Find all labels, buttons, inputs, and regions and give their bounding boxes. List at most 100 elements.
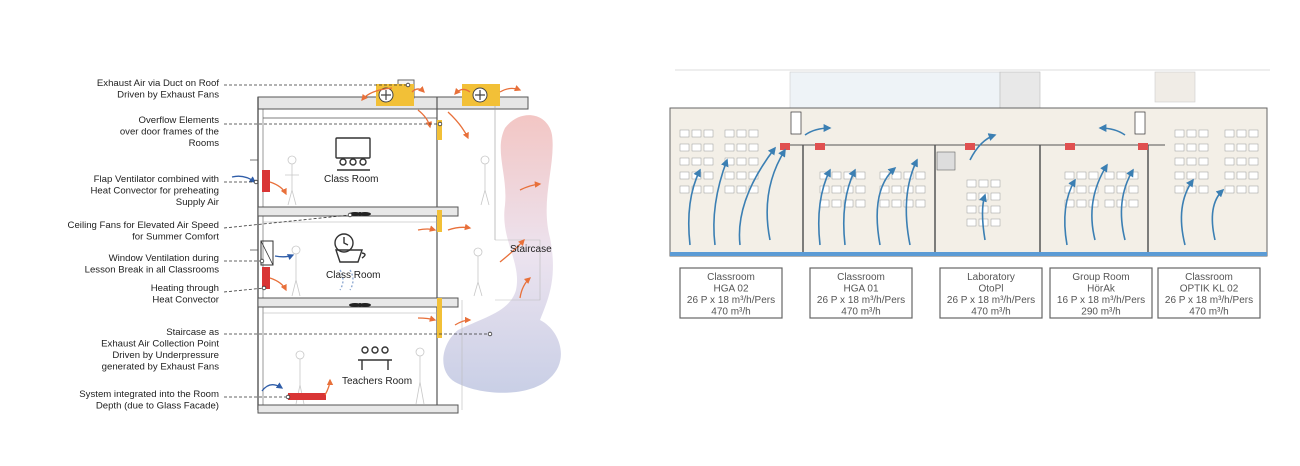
desk <box>691 157 702 166</box>
room-info-flow: 290 m³/h <box>1081 307 1120 318</box>
desk <box>736 157 747 166</box>
desk <box>679 171 690 180</box>
desk <box>724 171 735 180</box>
room-info-flow: 470 m³/h <box>971 307 1010 318</box>
room-info-flow: 470 m³/h <box>711 307 750 318</box>
annotation-line: over door frames of the <box>120 127 219 138</box>
desk <box>1174 171 1185 180</box>
desk <box>1248 129 1259 138</box>
desk <box>879 199 890 208</box>
desk <box>990 205 1001 214</box>
staircase-air-zone <box>443 115 561 393</box>
desk <box>990 218 1001 227</box>
desk <box>703 129 714 138</box>
annotation-line: Exhaust Air via Duct on Roof <box>97 78 219 89</box>
annotation-line: Overflow Elements <box>138 115 219 126</box>
desk <box>819 199 830 208</box>
desk <box>855 171 866 180</box>
desk <box>724 185 735 194</box>
annotation-line: Depth (due to Glass Facade) <box>96 401 219 412</box>
desk <box>891 185 902 194</box>
desk <box>1236 185 1247 194</box>
room-info-capacity: 26 P x 18 m³/h/Pers <box>947 295 1035 306</box>
desk <box>966 218 977 227</box>
desk <box>1186 171 1197 180</box>
annotation-leader-line <box>223 287 265 293</box>
annotation-line: generated by Exhaust Fans <box>102 362 220 373</box>
desk <box>1236 171 1247 180</box>
desk <box>724 129 735 138</box>
desk <box>903 199 914 208</box>
desk <box>1076 185 1087 194</box>
desk <box>915 199 926 208</box>
ceiling-fan-icon <box>349 212 371 307</box>
room-info-flow: 470 m³/h <box>841 307 880 318</box>
desk <box>1198 171 1209 180</box>
room-info-name: HörAk <box>1087 284 1116 295</box>
desk <box>1064 171 1075 180</box>
plan-airflow-arrows <box>687 124 1225 246</box>
desk <box>1248 143 1259 152</box>
annotation-line: Heat Convector for preheating <box>90 186 219 197</box>
desk <box>1174 157 1185 166</box>
desk <box>1116 185 1127 194</box>
desk-layout <box>679 129 1259 227</box>
desk <box>831 199 842 208</box>
room-info-type: Classroom <box>707 272 755 283</box>
desk <box>843 199 854 208</box>
room-info-capacity: 16 P x 18 m³/h/Pers <box>1057 295 1145 306</box>
room-info-capacity: 26 P x 18 m³/h/Pers <box>1165 295 1253 306</box>
desk <box>1236 143 1247 152</box>
desk <box>1174 143 1185 152</box>
desk <box>1224 185 1235 194</box>
annotation-anchor-dot <box>347 212 353 218</box>
room-walls <box>780 144 1165 252</box>
room-info-name: HGA 01 <box>843 284 878 295</box>
annotation-line: Rooms <box>189 138 220 149</box>
desk <box>1064 199 1075 208</box>
desk <box>915 185 926 194</box>
teachers-room-icon <box>358 346 392 370</box>
annotation-line: Heating through <box>151 283 219 294</box>
desk <box>736 185 747 194</box>
desk <box>855 199 866 208</box>
annotation-anchor-dot <box>405 82 411 88</box>
desk <box>679 157 690 166</box>
room-info-flow: 470 m³/h <box>1189 307 1228 318</box>
ventilation-units <box>780 111 1148 171</box>
desk <box>1104 199 1115 208</box>
desk <box>1076 171 1087 180</box>
desk <box>748 129 759 138</box>
room-info-name: OtoPl <box>978 284 1003 295</box>
desk <box>1076 199 1087 208</box>
annotation-line: Window Ventilation during <box>109 253 219 264</box>
desk <box>1248 171 1259 180</box>
room-info-capacity: 26 P x 18 m³/h/Pers <box>817 295 905 306</box>
room-info-type: Group Room <box>1072 272 1129 283</box>
desk <box>724 143 735 152</box>
annotation-anchor-dot <box>253 179 259 185</box>
desk <box>966 192 977 201</box>
desk <box>679 129 690 138</box>
annotation-line: Supply Air <box>176 197 220 208</box>
desk <box>1088 185 1099 194</box>
desk <box>1174 129 1185 138</box>
annotation-anchor-dot <box>487 331 493 337</box>
desk <box>1198 157 1209 166</box>
desk <box>1116 171 1127 180</box>
desk <box>1128 185 1139 194</box>
roof-exhaust-duct <box>376 84 500 106</box>
